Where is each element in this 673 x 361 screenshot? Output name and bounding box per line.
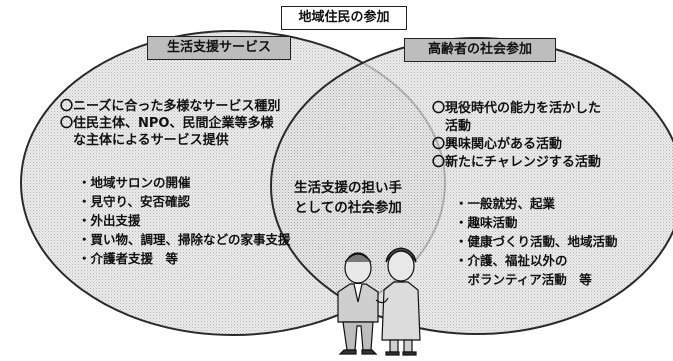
right-example: ・趣味活動 [455,215,518,230]
left-points-list: 〇ニーズに合った多様なサービス種別 〇住民主体、NPO、民間企業等多様 な主体に… [60,98,280,149]
left-example: ・介護者支援 等 [78,251,179,266]
right-point: 〇現役時代の能力を活かした [432,101,602,116]
left-example: ・買い物、調理、掃除などの家事支援 [78,232,291,247]
right-points-list: 〇現役時代の能力を活かした 活動 〇興味関心がある活動 〇新たにチャレンジする活… [432,100,601,172]
elderly-couple-icon [337,247,421,356]
left-point: 〇住民主体、NPO、民間企業等多様 [60,116,274,131]
right-point: 〇新たにチャレンジする活動 [432,155,601,170]
right-point: 活動 [432,119,472,134]
left-point: 〇ニーズに合った多様なサービス種別 [60,99,281,114]
overlap-line-1: 生活支援の担い手 [294,180,402,196]
right-circle-title: 高齢者の社会参加 [404,38,556,62]
right-example: ボランティア活動 等 [455,272,592,287]
right-examples-list: ・一般就労、起業 ・趣味活動 ・健康づくり活動、地域活動 ・介護、福祉以外の ボ… [455,194,618,289]
top-label: 地域住民の参加 [281,6,407,30]
left-example: ・地域サロンの開催 [78,175,191,190]
left-example: ・外出支援 [78,213,141,228]
left-examples-list: ・地域サロンの開催 ・見守り、安否確認 ・外出支援 ・買い物、調理、掃除などの家… [78,173,291,268]
left-point: な主体によるサービス提供 [60,133,229,148]
right-example: ・介護、福祉以外の [455,253,568,268]
right-point: 〇興味関心がある活動 [432,137,563,152]
right-example: ・一般就労、起業 [455,196,556,211]
overlap-line-2: としての社会参加 [294,200,402,216]
right-example: ・健康づくり活動、地域活動 [455,234,618,249]
left-example: ・見守り、安否確認 [78,194,191,209]
overlap-label: 生活支援の担い手 としての社会参加 [294,178,402,218]
left-circle-title: 生活支援サービス [147,36,291,60]
